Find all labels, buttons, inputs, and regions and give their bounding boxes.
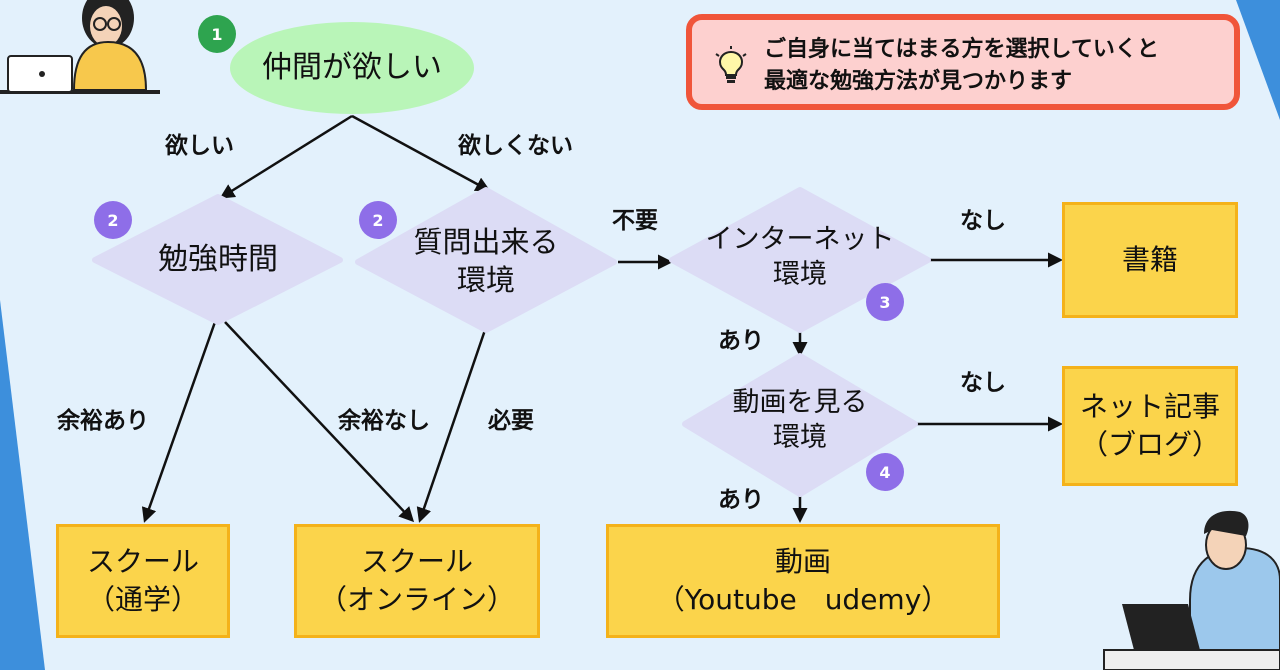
study-time-diamond bbox=[92, 194, 343, 325]
arrow-start-to-study-time bbox=[219, 114, 353, 199]
video-env-line-1: 動画を見る bbox=[732, 387, 868, 418]
start-node-shape bbox=[230, 22, 474, 114]
result-books-line-1: 書籍 bbox=[1121, 243, 1178, 277]
question-env-line-2: 環境 bbox=[456, 262, 515, 297]
result-school-online: スクール （オンライン） bbox=[294, 524, 540, 638]
result-video-line-2: （Youtube udemy） bbox=[656, 583, 950, 616]
result-net-articles: ネット記事 （ブログ） bbox=[1062, 366, 1238, 486]
result-school-online-line-2: （オンライン） bbox=[318, 583, 515, 616]
edge-label-want: 欲しい bbox=[165, 133, 234, 159]
result-school-commute: スクール （通学） bbox=[56, 524, 230, 638]
result-school-commute-line-2: （通学） bbox=[86, 583, 199, 616]
person-laptop-illustration bbox=[0, 0, 160, 94]
result-net-articles-line-1: ネット記事 bbox=[1079, 390, 1220, 424]
lightbulb-icon bbox=[715, 46, 747, 83]
edge-label-internet-none: なし bbox=[960, 208, 1006, 234]
result-school-commute-line-1: スクール bbox=[86, 545, 199, 579]
arrow-start-to-question-env bbox=[351, 114, 491, 192]
edge-label-video-none: なし bbox=[960, 370, 1006, 396]
edge-label-unnecessary: 不要 bbox=[612, 208, 658, 234]
internet-env-badge: 3 bbox=[866, 283, 904, 321]
video-env-label: 動画を見る 環境 bbox=[700, 385, 900, 455]
video-env-line-2: 環境 bbox=[773, 422, 827, 454]
arrow-study-time-to-school-commute bbox=[141, 321, 217, 523]
internet-env-label: インターネット 環境 bbox=[700, 222, 900, 292]
edge-label-time-ok: 余裕あり bbox=[57, 408, 149, 434]
start-node-label: 仲間が欲しい bbox=[262, 50, 442, 85]
edge-label-internet-yes: あり bbox=[718, 328, 764, 354]
question-env-diamond bbox=[355, 187, 617, 333]
person-working-illustration bbox=[1103, 510, 1280, 670]
edge-label-not-want: 欲しくない bbox=[458, 133, 573, 159]
callout-line-1: ご自身に当てはまる方を選択していくと bbox=[764, 37, 1159, 62]
result-video-line-1: 動画 bbox=[774, 545, 831, 579]
arrow-question-env-to-school-online bbox=[416, 329, 487, 523]
edge-label-video-yes: あり bbox=[718, 487, 764, 513]
study-time-badge: 2 bbox=[94, 201, 132, 239]
left-edge-decoration bbox=[0, 300, 45, 670]
edge-label-necessary: 必要 bbox=[488, 408, 534, 434]
result-net-articles-line-2: （ブログ） bbox=[1079, 428, 1220, 461]
result-video: 動画 （Youtube udemy） bbox=[606, 524, 1000, 638]
internet-env-line-2: 環境 bbox=[773, 259, 827, 291]
callout-text: ご自身に当てはまる方を選択していくと 最適な勉強方法が見つかります bbox=[764, 34, 1159, 98]
arrow-study-time-to-school-online bbox=[224, 321, 415, 523]
callout-line-2: 最適な勉強方法が見つかります bbox=[764, 68, 1073, 94]
video-env-badge: 4 bbox=[866, 453, 904, 491]
start-step-badge: 1 bbox=[198, 15, 236, 53]
question-env-badge: 2 bbox=[359, 201, 397, 239]
instruction-callout: ご自身に当てはまる方を選択していくと 最適な勉強方法が見つかります bbox=[686, 14, 1240, 110]
question-env-label: 質問出来る 環境 bbox=[386, 224, 586, 299]
internet-env-diamond bbox=[669, 187, 931, 333]
result-books: 書籍 bbox=[1062, 202, 1238, 318]
right-edge-decoration bbox=[1236, 0, 1280, 120]
study-time-label: 勉強時間 bbox=[158, 242, 278, 277]
internet-env-line-1: インターネット bbox=[705, 224, 895, 255]
result-school-online-line-1: スクール bbox=[360, 545, 473, 579]
question-env-line-1: 質問出来る bbox=[413, 225, 559, 259]
edge-label-time-none: 余裕なし bbox=[338, 408, 430, 434]
video-env-diamond bbox=[682, 353, 918, 497]
